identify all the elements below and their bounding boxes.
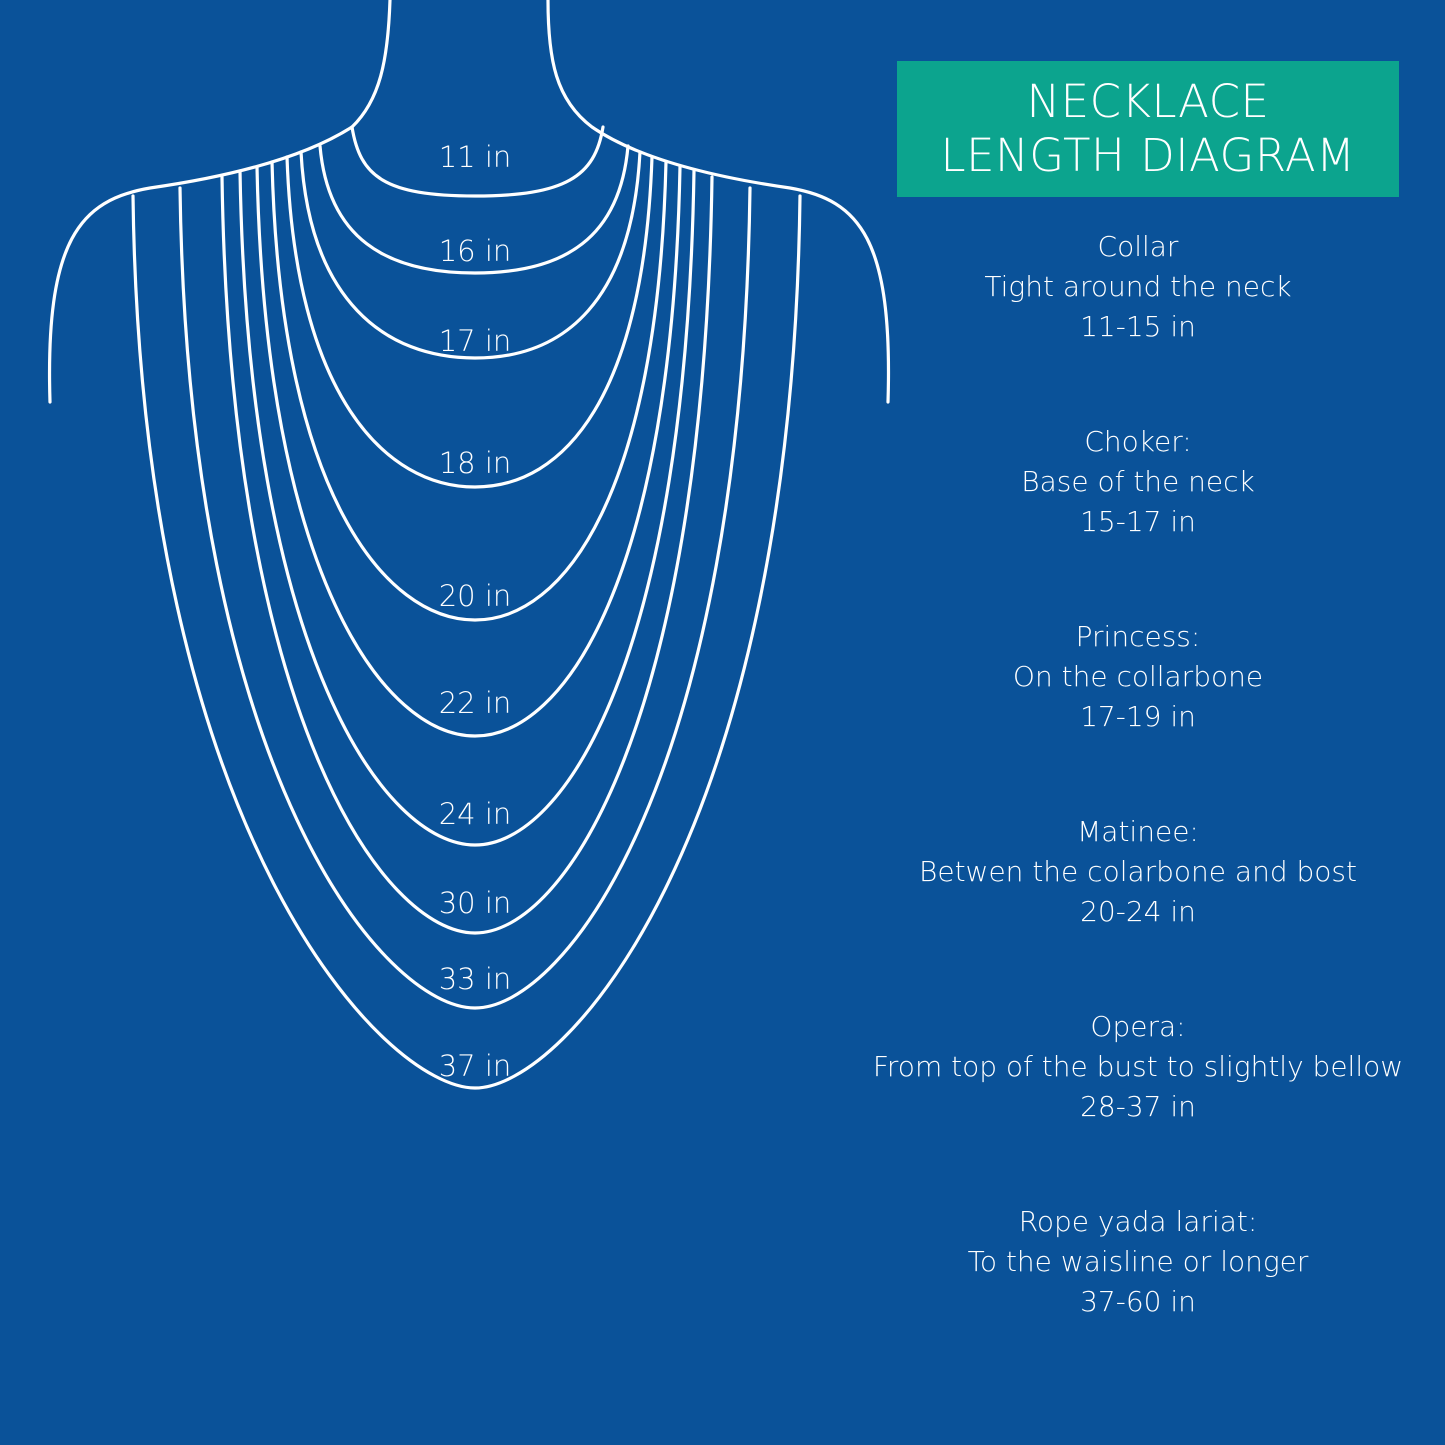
necklace-length-label: 33 in [439,962,512,996]
necklace-length-label: 37 in [439,1049,512,1083]
title-line-1: NECKLACE [1026,75,1270,128]
title-banner: NECKLACE LENGTH DIAGRAM [897,61,1399,197]
type-description: Base of the neck [1021,465,1255,498]
title-line-2: LENGTH DIAGRAM [940,129,1356,182]
necklace-curve [131,194,802,1090]
type-description: To the waisline or longer [967,1245,1309,1278]
necklace-length-label: 20 in [439,579,512,613]
type-name: Opera: [1090,1010,1186,1043]
necklace-length-label: 30 in [439,886,512,920]
type-range: 11-15 in [1080,310,1196,343]
type-description: Tight around the neck [984,270,1292,303]
necklace-length-label: 11 in [439,140,512,174]
type-name: Choker: [1084,425,1192,458]
type-name: Collar [1097,230,1179,263]
type-opera: Opera: From top of the bust to slightly … [840,1007,1436,1127]
type-range: 15-17 in [1080,505,1196,538]
type-rope-lariat: Rope yada lariat: To the waisline or lon… [840,1202,1436,1322]
necklace-curve [255,165,682,738]
type-range: 17-19 in [1080,700,1196,733]
type-name: Rope yada lariat: [1018,1205,1258,1238]
necklace-curve [350,125,605,198]
type-name: Princess: [1075,620,1201,653]
type-description: From top of the bust to slightly bellow [872,1050,1404,1083]
necklace-curve [178,186,752,1010]
type-name: Matinee: [1077,815,1199,848]
necklace-length-label: 17 in [439,324,512,358]
necklace-curve [220,175,714,935]
necklace-curve [238,169,696,847]
type-matinee: Matinee: Betwen the colarbone and bost 2… [840,812,1436,932]
type-choker: Choker: Base of the neck 15-17 in [840,422,1436,542]
necklace-length-label: 24 in [439,797,512,831]
necklace-length-label: 22 in [439,686,512,720]
necklace-length-figure: 11 in 16 in 17 in 18 in 20 in 22 in 24 in 30 in… [47,0,891,1090]
necklace-curve [318,144,630,275]
necklace-curves: 11 in 16 in 17 in 18 in 20 in 22 in 24 in 30 in… [131,125,802,1090]
type-collar: Collar Tight around the neck 11-15 in [840,227,1436,347]
necklace-length-label: 16 in [439,234,512,268]
type-range: 37-60 in [1080,1285,1196,1318]
type-description: On the collarbone [1012,660,1264,693]
type-range: 20-24 in [1080,895,1196,928]
necklace-curve [299,150,642,360]
necklace-length-label: 18 in [439,446,512,480]
type-range: 28-37 in [1080,1090,1196,1123]
necklace-curve [270,160,668,622]
type-princess: Princess: On the collarbone 17-19 in [840,617,1436,737]
necklace-curve [285,155,654,489]
body-silhouette [47,0,891,404]
type-description: Betwen the colarbone and bost [919,855,1357,888]
